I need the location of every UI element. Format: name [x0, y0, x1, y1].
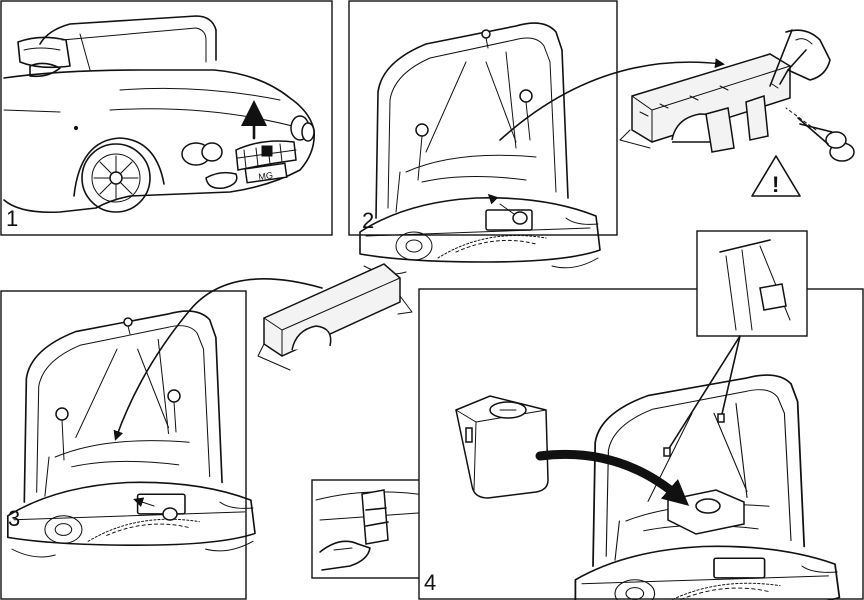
template-arrow	[499, 58, 725, 141]
screw-icon	[123, 317, 133, 335]
install-box-arrow	[535, 449, 690, 506]
pen-icon	[769, 29, 793, 87]
plate-text: MG	[258, 170, 274, 182]
storage-box-drawing	[455, 395, 549, 499]
step-2-panel: 2	[348, 0, 618, 275]
warning-symbol: !	[772, 172, 779, 197]
number-plate	[244, 162, 288, 184]
trimmed-template-drawing	[257, 263, 413, 371]
screw-icon	[481, 29, 491, 49]
step-1-panel: MG 1	[0, 0, 333, 236]
step-4-number: 4	[424, 570, 436, 595]
scissors-icon	[785, 107, 855, 162]
hand-with-pen-icon	[769, 29, 831, 89]
detail-pointer-line	[721, 335, 741, 415]
fixing-bolt-icon	[55, 407, 69, 461]
fit-template-arrow	[113, 278, 323, 441]
fixing-bolt-icon	[415, 123, 429, 181]
step-3-number: 3	[8, 506, 20, 531]
warning-triangle-icon: !	[751, 155, 801, 197]
step-1-frame	[0, 0, 333, 236]
fixing-bolt-icon	[167, 389, 181, 433]
foam-template-drawing	[619, 53, 791, 153]
detail-pointer-line	[667, 335, 741, 451]
step-2-frame	[348, 0, 618, 236]
screw-icon	[133, 497, 178, 521]
step-2-number: 2	[362, 208, 374, 233]
step-4-panel: 4	[418, 288, 864, 600]
mg-badge-icon	[695, 498, 721, 514]
catch-detail-panel	[311, 479, 438, 579]
step-3-panel: 3	[0, 290, 256, 600]
step-3-frame	[0, 290, 247, 600]
screw-icon	[487, 193, 528, 225]
roadster-car-drawing: MG	[3, 15, 316, 214]
bracket-detail-frame	[696, 230, 808, 337]
bracket-detail-panel	[696, 230, 808, 337]
step-1-number: 1	[6, 206, 18, 231]
fixing-bolt-icon	[519, 89, 533, 141]
